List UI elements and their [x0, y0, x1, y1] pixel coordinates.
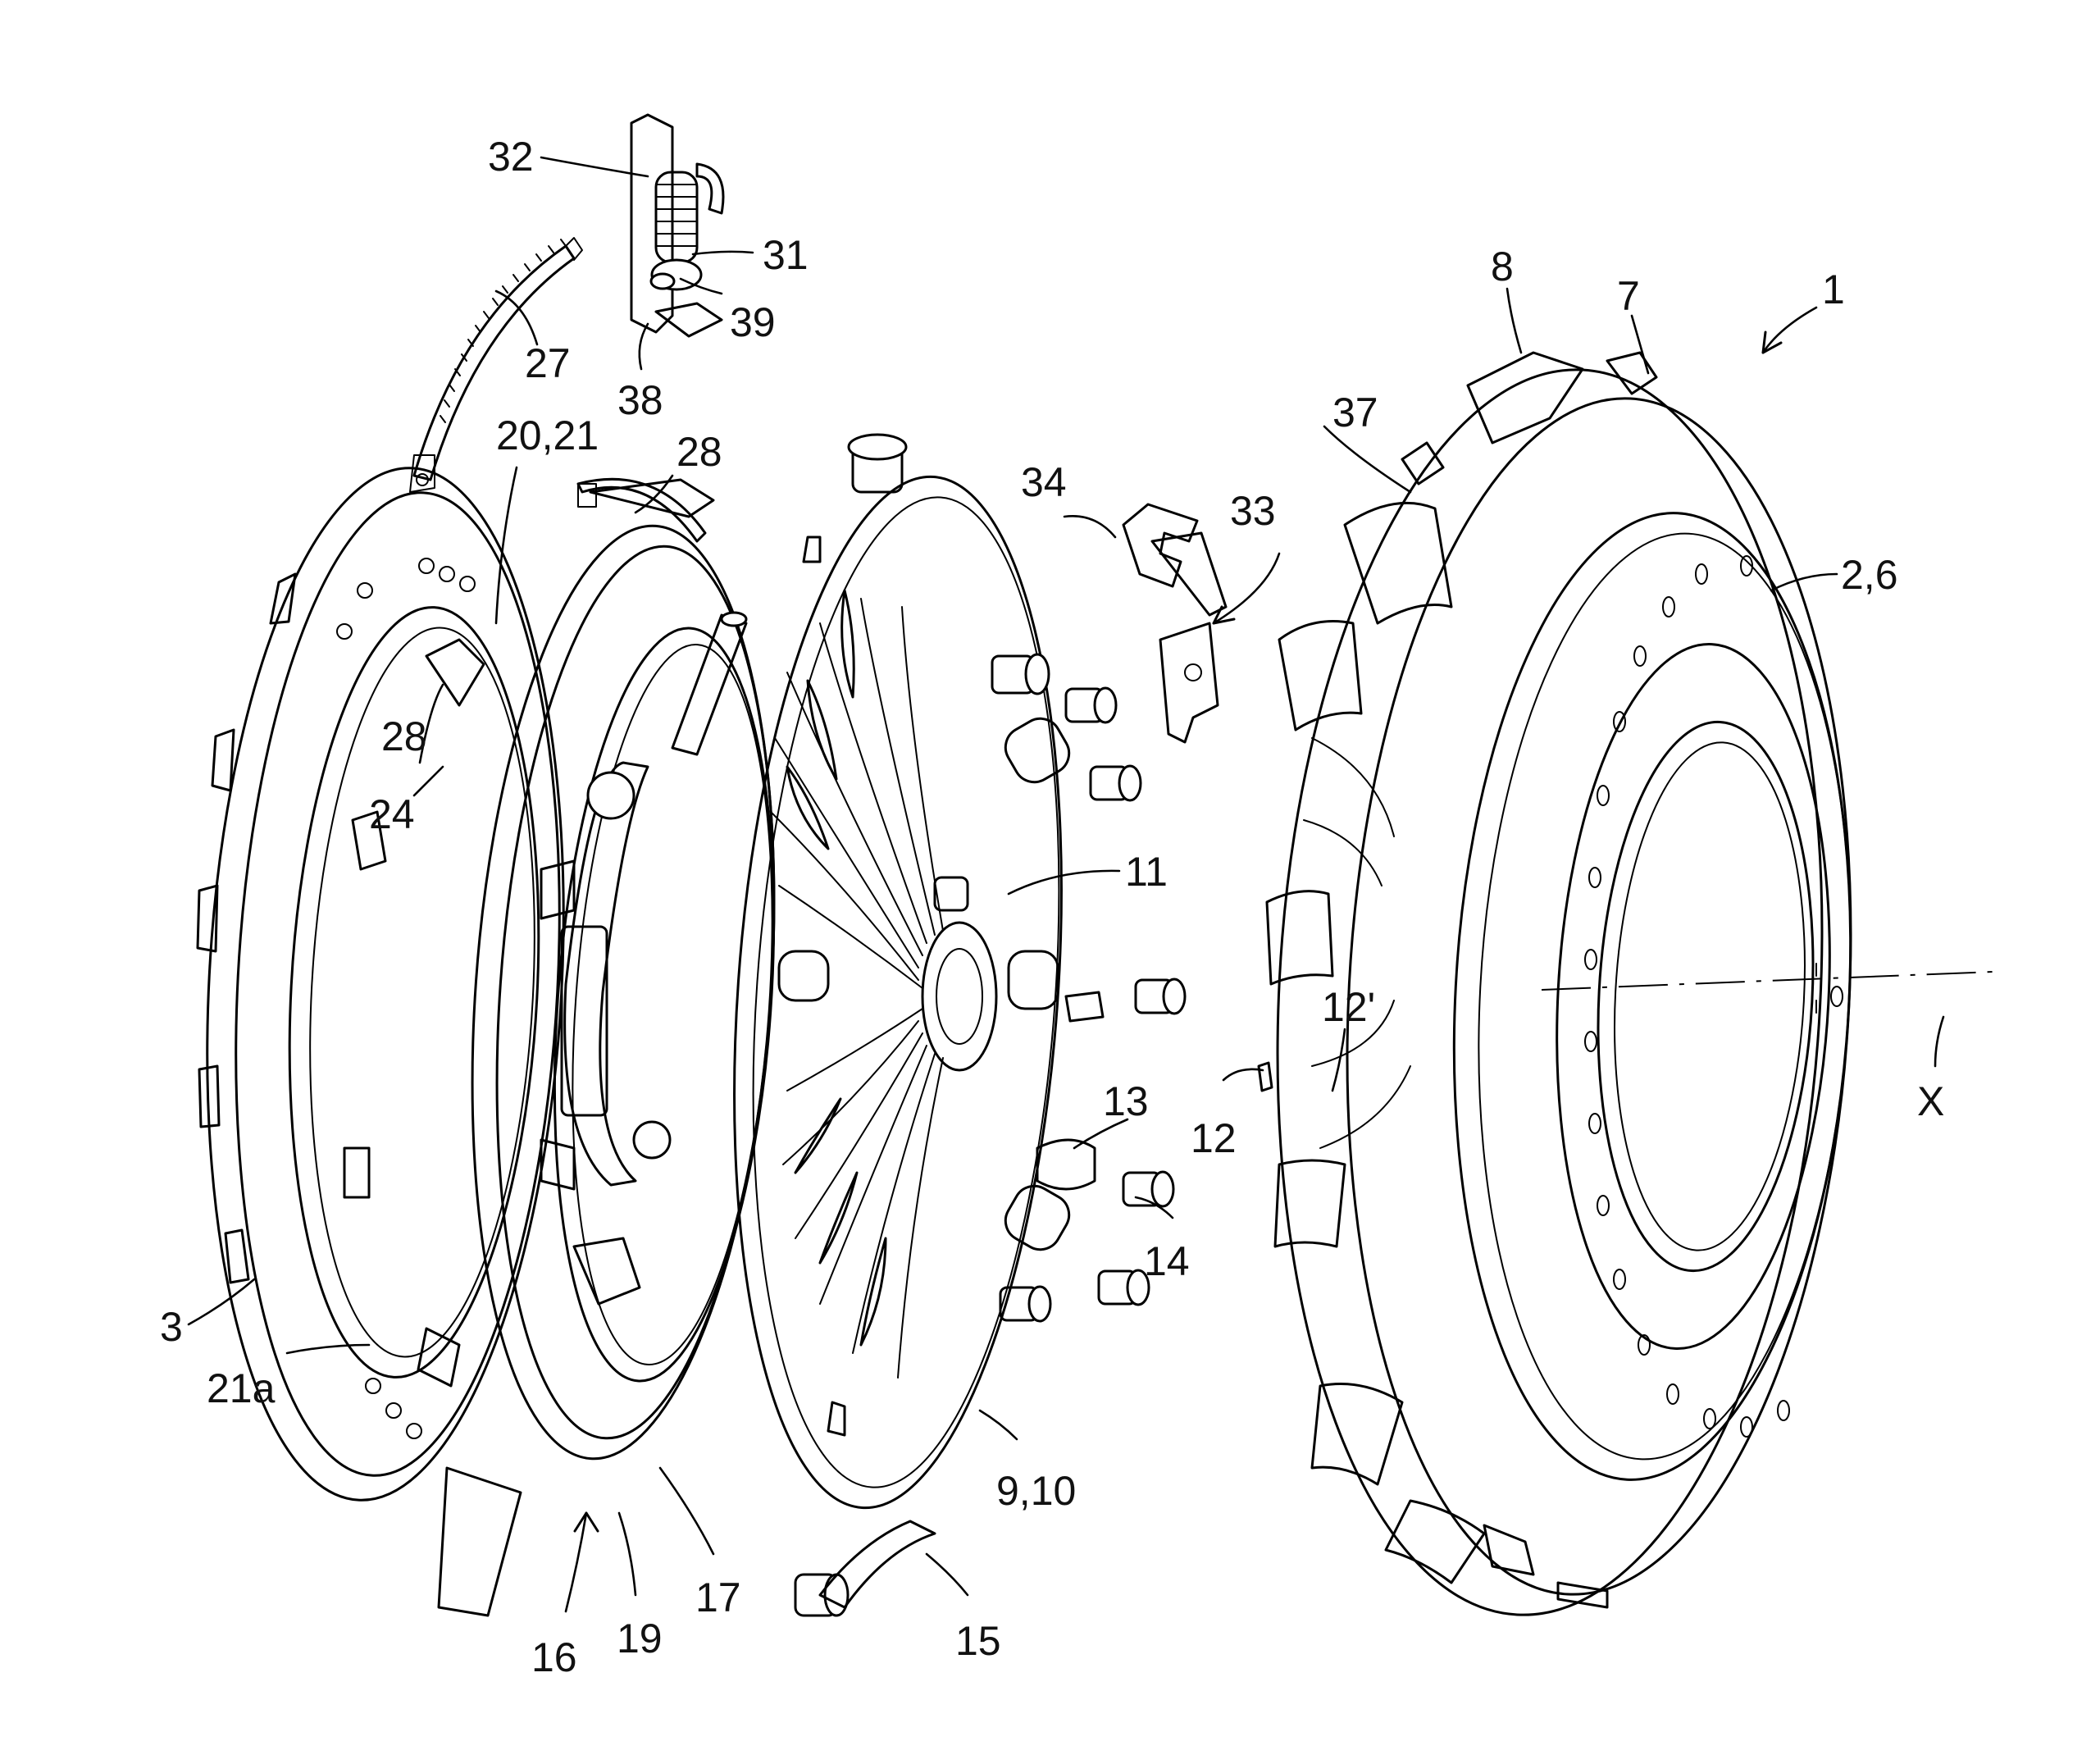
label-15: 15	[955, 1618, 1001, 1664]
label-37: 37	[1332, 390, 1378, 435]
label-12: 12	[1191, 1115, 1237, 1161]
label-1: 1	[1822, 267, 1845, 312]
label-17: 17	[695, 1575, 741, 1620]
ramp-segment-28	[578, 479, 705, 541]
spring-clip-33	[1160, 623, 1218, 742]
label-31: 31	[763, 232, 809, 278]
label-14: 14	[1144, 1238, 1190, 1284]
label-27: 27	[525, 340, 571, 386]
label-3: 3	[160, 1304, 183, 1350]
label-x: X	[1917, 1078, 1944, 1124]
label-11: 11	[1125, 849, 1168, 895]
reaction-plate-3	[182, 459, 588, 1616]
label-12-prime: 12'	[1322, 984, 1375, 1030]
label-13: 13	[1103, 1078, 1149, 1124]
label-39: 39	[730, 299, 776, 345]
label-24: 28	[381, 713, 427, 759]
axis-x-line	[1542, 972, 1993, 990]
label-9-10: 9,10	[996, 1468, 1076, 1514]
pin	[672, 613, 746, 754]
leader-lines	[189, 157, 1943, 1611]
label-38: 38	[617, 377, 663, 423]
label-20-21: 20,21	[496, 412, 599, 458]
adjuster-mechanism	[631, 115, 723, 336]
label-2-6: 2,6	[1841, 552, 1898, 598]
label-8: 8	[1491, 244, 1514, 289]
label-32: 32	[488, 134, 534, 180]
label-33: 33	[1230, 488, 1276, 534]
spring-clip-34	[1123, 504, 1226, 615]
label-34: 34	[1021, 459, 1067, 505]
studs	[795, 435, 1185, 1616]
friction-disc-9-10	[703, 466, 1103, 1519]
label-21a: 21a	[207, 1365, 276, 1411]
wear-compensation-ring-16	[444, 480, 804, 1469]
label-16: 16	[531, 1634, 577, 1680]
label-28-top: 28	[676, 429, 722, 475]
label-28-left: 24	[369, 791, 415, 837]
label-7: 7	[1617, 273, 1640, 319]
label-19: 19	[617, 1616, 663, 1661]
